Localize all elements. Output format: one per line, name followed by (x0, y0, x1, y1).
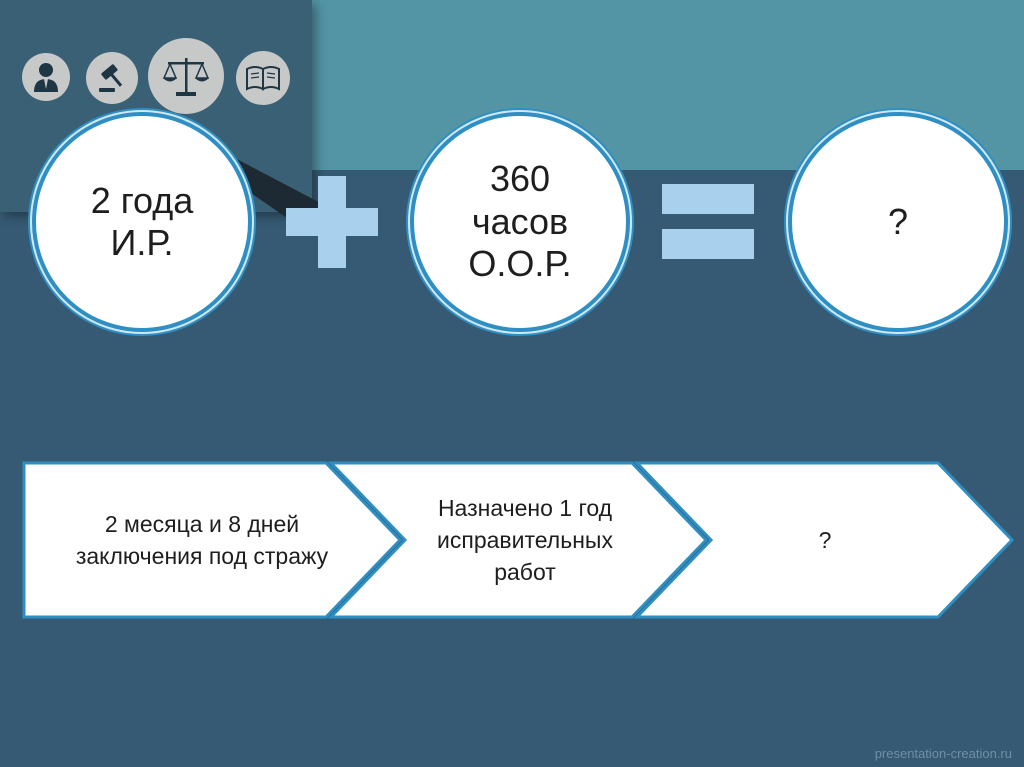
term-2-text: 360 часов О.О.Р. (468, 158, 572, 285)
process-step-1-shape (22, 461, 403, 619)
process-step-3-text: ? (818, 526, 832, 553)
equals-icon (662, 184, 754, 259)
plus-icon (286, 176, 378, 268)
book-icon (236, 51, 290, 105)
watermark: presentation-creation.ru (874, 746, 1012, 761)
process-step-1-text: 2 месяца и 8 дней заключения под стражу (75, 510, 329, 569)
process-step-3-shape (633, 461, 1015, 619)
process-step-2-shape (327, 461, 709, 619)
result-circle: ? (788, 112, 1008, 332)
term-circle-2: 360 часов О.О.Р. (410, 112, 630, 332)
process-step-2-text: Назначено 1 год исправительных работ (437, 494, 613, 586)
gavel-icon (86, 52, 138, 104)
term-1-text: 2 года И.Р. (90, 179, 194, 263)
result-text: ? (887, 200, 909, 242)
scales-icon (148, 38, 224, 114)
person-icon (22, 53, 70, 101)
term-circle-1: 2 года И.Р. (32, 112, 252, 332)
